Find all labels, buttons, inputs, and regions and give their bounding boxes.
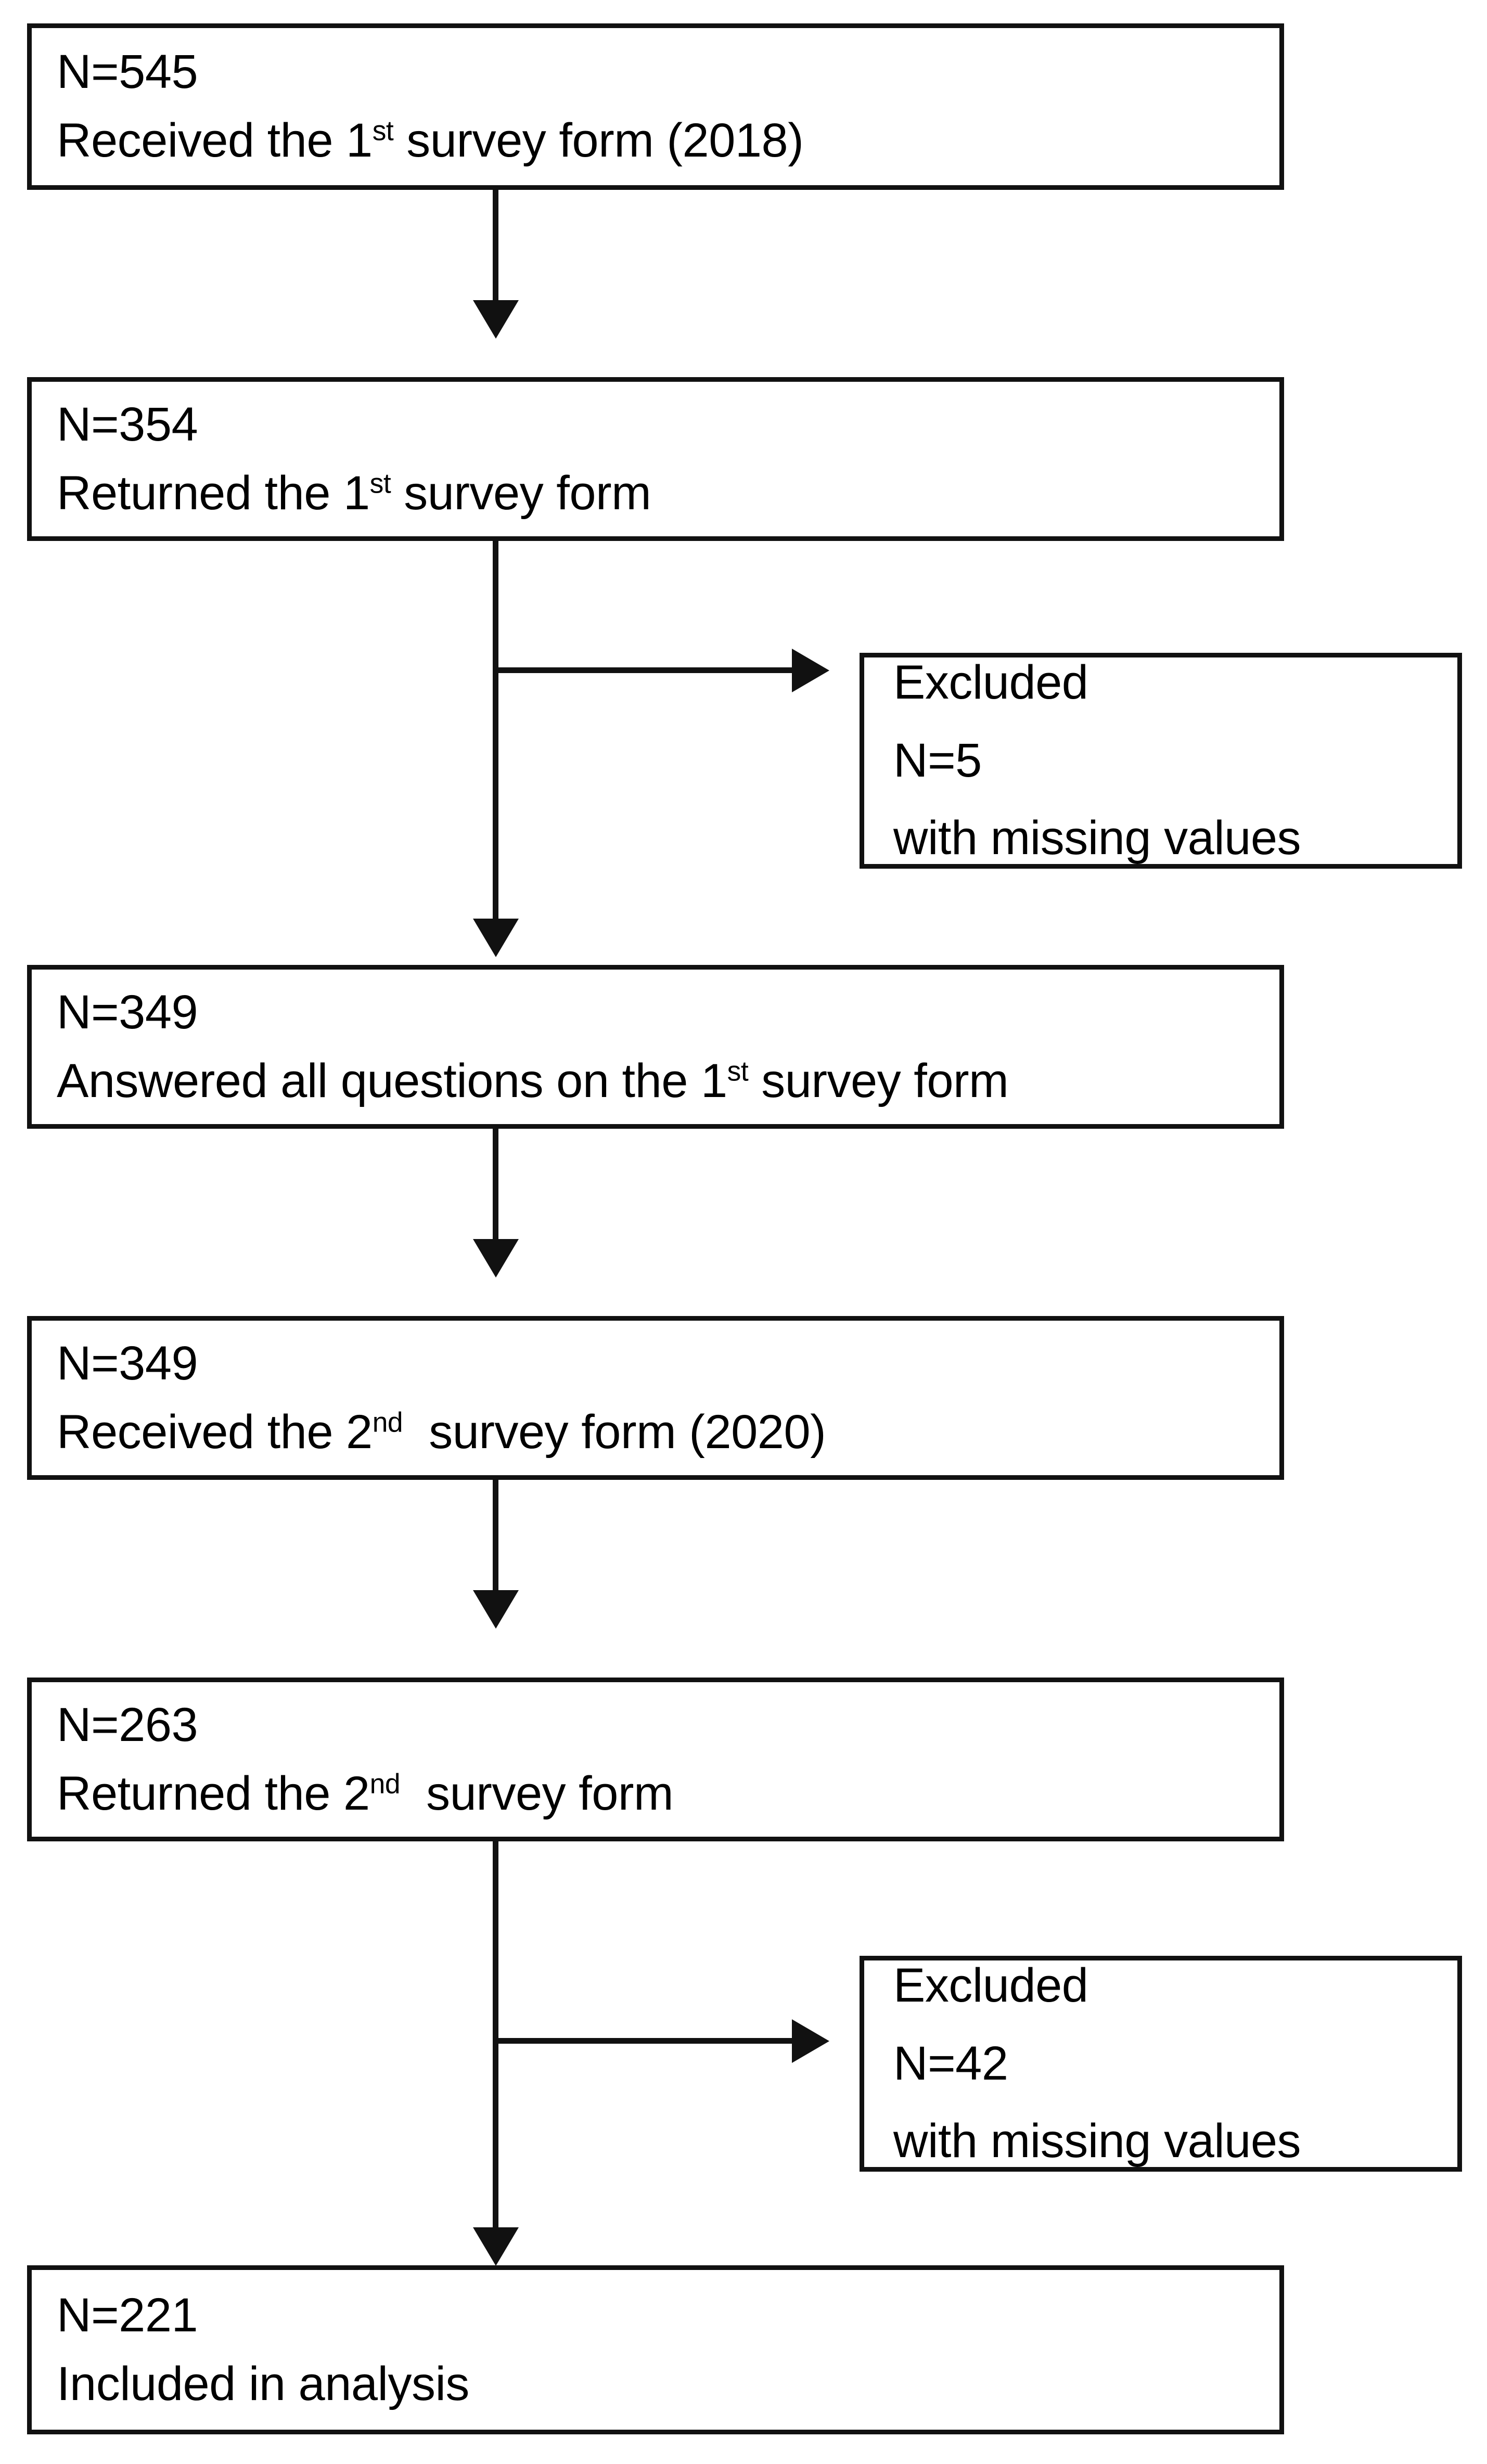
node-count-label: N=349 xyxy=(57,1336,198,1390)
flow-node-returned-2nd-survey: N=263 Returned the 2nd survey form xyxy=(27,1678,1284,1841)
node-description-post: survey form (2020) xyxy=(403,1405,826,1459)
flow-node-received-1st-survey: N=545 Received the 1st survey form (2018… xyxy=(27,23,1284,190)
connector-arrowhead-5 xyxy=(473,2227,519,2266)
node-description-post: survey form xyxy=(391,466,651,520)
branch-arrowhead-excluded-2 xyxy=(792,2019,829,2063)
flow-node-answered-all-questions: N=349 Answered all questions on the 1st … xyxy=(27,965,1284,1129)
node-description: Included in analysis xyxy=(32,2357,1279,2410)
node-description-pre: Received the 2 xyxy=(57,1405,373,1459)
branch-arrowhead-excluded-1 xyxy=(792,649,829,692)
ordinal-suffix: nd xyxy=(369,1768,401,1799)
branch-line-excluded-1 xyxy=(495,667,792,673)
excluded-count-label: N=5 xyxy=(893,733,982,787)
excluded-heading: Excluded xyxy=(893,656,1088,709)
excluded-reason: with missing values xyxy=(893,2114,1301,2168)
node-description: Received the 1st survey form (2018) xyxy=(32,115,1279,166)
flow-node-received-2nd-survey: N=349 Received the 2nd survey form (2020… xyxy=(27,1316,1284,1480)
node-description-post: survey form xyxy=(748,1054,1009,1107)
node-description-pre: Returned the 1 xyxy=(57,466,370,520)
node-description-pre: Included in analysis xyxy=(57,2357,469,2410)
node-count-label: N=354 xyxy=(57,397,198,451)
flow-node-returned-1st-survey: N=354 Returned the 1st survey form xyxy=(27,377,1284,541)
node-count-label: N=221 xyxy=(57,2288,198,2342)
ordinal-suffix: st xyxy=(372,115,394,147)
node-description-pre: Received the 1 xyxy=(57,114,373,167)
connector-line-3 xyxy=(493,1129,498,1239)
excluded-reason: with missing values xyxy=(893,811,1301,865)
node-count-label: N=545 xyxy=(57,45,198,99)
connector-arrowhead-3 xyxy=(473,1239,519,1278)
node-count-label: N=349 xyxy=(57,985,198,1039)
connector-line-4 xyxy=(493,1480,498,1590)
node-description-pre: Answered all questions on the 1 xyxy=(57,1054,727,1107)
flow-node-included-in-analysis: N=221 Included in analysis xyxy=(27,2265,1284,2434)
node-description-post: survey form (2018) xyxy=(393,114,804,167)
connector-line-1 xyxy=(493,190,498,300)
node-description-post: survey form xyxy=(400,1766,674,1820)
excluded-count-label: N=42 xyxy=(893,2036,1008,2090)
node-description: Answered all questions on the 1st survey… xyxy=(32,1054,1279,1107)
branch-line-excluded-2 xyxy=(495,2038,792,2044)
connector-line-2 xyxy=(493,541,498,919)
node-description: Returned the 2nd survey form xyxy=(32,1766,1279,1820)
excluded-heading: Excluded xyxy=(893,1959,1088,2013)
node-description: Returned the 1st survey form xyxy=(32,468,1279,519)
connector-line-5 xyxy=(493,1841,498,2227)
node-count-label: N=263 xyxy=(57,1698,198,1751)
excluded-node-2: Excluded N=42 with missing values xyxy=(860,1956,1462,2172)
node-description: Received the 2nd survey form (2020) xyxy=(32,1407,1279,1458)
ordinal-suffix: st xyxy=(369,468,391,499)
excluded-node-1: Excluded N=5 with missing values xyxy=(860,653,1462,869)
ordinal-suffix: st xyxy=(727,1055,749,1087)
connector-arrowhead-1 xyxy=(473,300,519,339)
ordinal-suffix: nd xyxy=(372,1407,403,1438)
connector-arrowhead-4 xyxy=(473,1590,519,1629)
connector-arrowhead-2 xyxy=(473,919,519,957)
node-description-pre: Returned the 2 xyxy=(57,1766,370,1820)
